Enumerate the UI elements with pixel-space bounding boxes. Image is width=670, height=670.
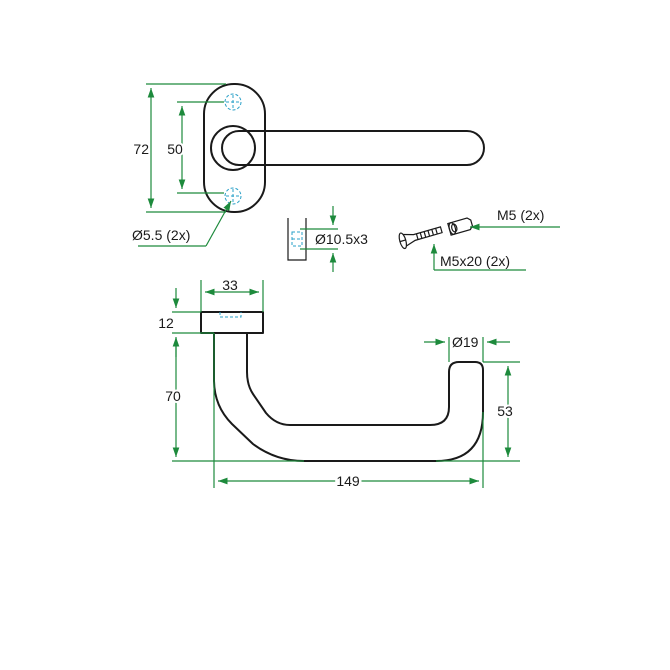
label-rose-thickness: 12 — [158, 315, 174, 331]
rose-plate — [203, 83, 266, 213]
dimension-handle-height: 70 — [163, 338, 304, 462]
dimension-handle-length: 149 — [213, 333, 484, 492]
rose-side — [200, 311, 264, 334]
dimension-rose-width: 33 — [200, 277, 264, 312]
screw-part — [398, 226, 443, 250]
label-insert-size: Ø10.5x3 — [315, 231, 368, 247]
label-nut: M5 (2x) — [497, 207, 544, 223]
label-end-height: 53 — [497, 403, 513, 419]
dimension-rose-thickness: 12 — [158, 288, 214, 357]
dimension-end-height: 53 — [436, 361, 520, 462]
insert-body — [287, 218, 307, 261]
top-view — [203, 83, 485, 213]
label-hole-spacing: 50 — [167, 141, 183, 157]
side-view — [200, 311, 484, 462]
label-handle-length: 149 — [336, 473, 360, 489]
lever-arm — [221, 130, 485, 166]
label-grip-diameter: Ø19 — [452, 334, 479, 350]
screw-hole-top — [224, 93, 242, 111]
label-rose-width: 33 — [222, 277, 238, 293]
label-handle-height: 70 — [165, 388, 181, 404]
insert-section: Ø10.5x3 — [287, 206, 368, 272]
lever-profile — [213, 332, 484, 462]
dimension-hole-spacing: 50 — [165, 101, 224, 194]
lever-collar — [210, 125, 256, 171]
label-screw: M5x20 (2x) — [440, 253, 510, 269]
label-hole-diameter: Ø5.5 (2x) — [132, 227, 190, 243]
fasteners: M5 (2x) M5x20 (2x) — [398, 207, 560, 271]
dimension-rose-height: 72 — [133, 83, 226, 213]
dimension-grip-diameter: Ø19 — [424, 334, 510, 362]
nut-part — [447, 217, 474, 236]
label-rose-height: 72 — [133, 141, 149, 157]
screw-hole-bottom — [224, 187, 242, 205]
dimension-hole-diameter: Ø5.5 (2x) — [132, 200, 232, 247]
